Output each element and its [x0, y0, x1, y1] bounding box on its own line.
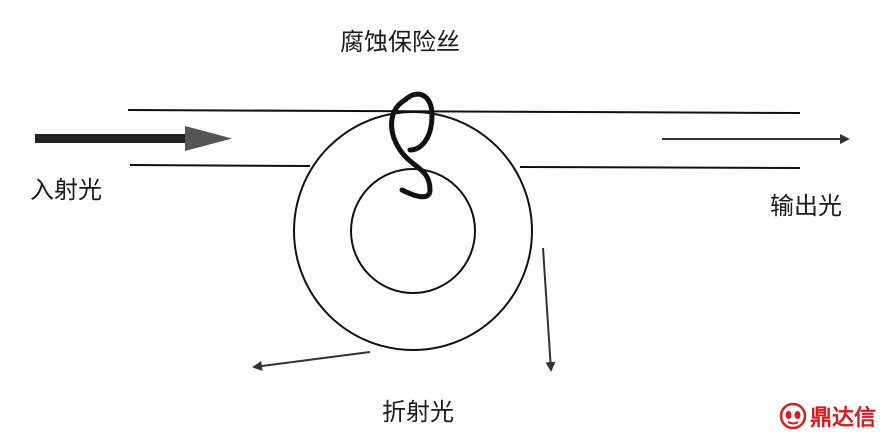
fiber-top-line — [127, 109, 801, 114]
inner-ring — [350, 168, 476, 294]
refracted-label: 折射光 — [382, 398, 454, 426]
brand-logo: 鼎达信 — [779, 400, 876, 432]
logo-text: 鼎达信 — [809, 406, 876, 431]
outer-ring — [293, 111, 533, 351]
fiber-bottom-line-left — [129, 164, 311, 167]
incident-arrow-head — [185, 126, 232, 151]
fuse-clip — [389, 97, 433, 200]
output-label: 输出光 — [770, 192, 842, 220]
refracted-arrow-left — [252, 351, 371, 371]
mask-logo-icon — [779, 403, 806, 429]
incident-arrow-shaft — [35, 134, 190, 143]
incident-label: 入射光 — [30, 176, 102, 204]
fuse-clip-back — [402, 91, 435, 153]
refracted-arrow-down — [542, 247, 556, 372]
fuse-label: 腐蚀保险丝 — [340, 28, 460, 56]
fiber-bottom-line-right — [519, 166, 801, 169]
